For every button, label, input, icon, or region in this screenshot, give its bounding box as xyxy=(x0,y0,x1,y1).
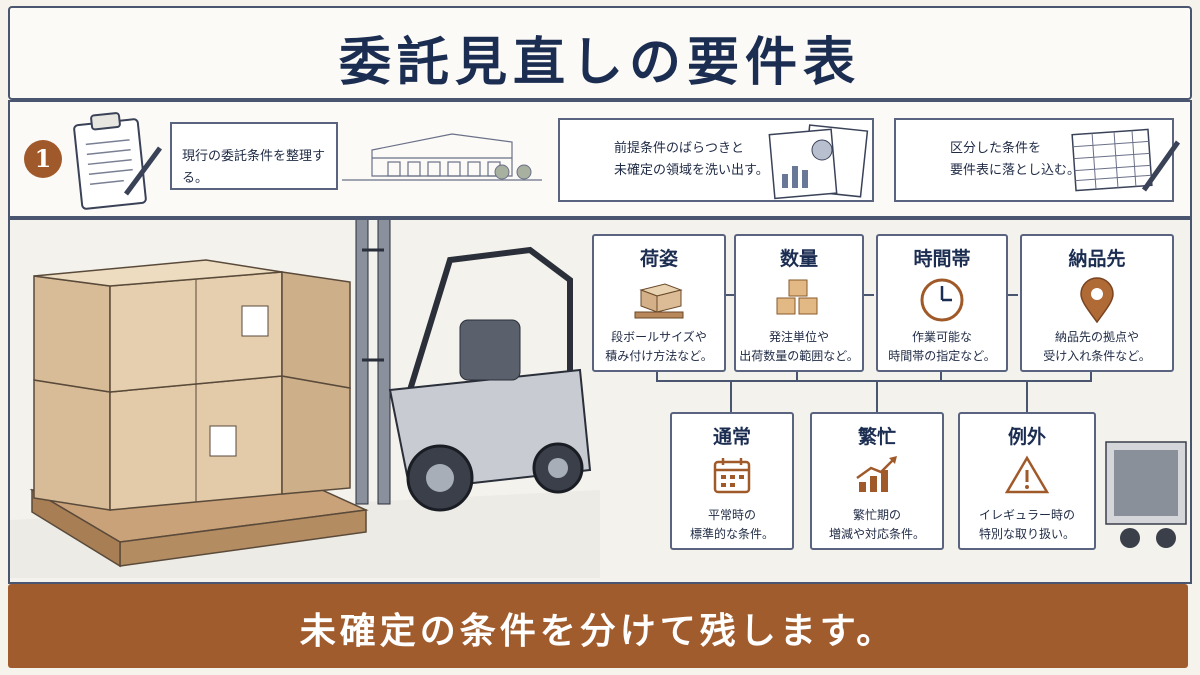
step-1-text: 現行の委託条件を整理する。 xyxy=(170,122,338,190)
main-illustration: 荷姿 段ボールサイズや 積み付け方法など。 数量 発注単位や 出荷数量の範囲など… xyxy=(8,218,1192,584)
footer-banner: 未確定の条件を分けて残します。 xyxy=(8,584,1188,668)
step-3-line2: 要件表に落とし込む。 xyxy=(950,163,1081,178)
step-1-label: 現行の委託条件を整理する。 xyxy=(182,149,326,186)
card-time-slot: 時間帯 作業可能な 時間帯の指定など。 xyxy=(876,234,1008,372)
step-1-badge: 1 xyxy=(24,140,62,178)
pallet-forklift-illustration xyxy=(10,220,600,578)
card-quantity-title: 数量 xyxy=(779,248,818,270)
steps-row: 1 現行の委託条件を整理する。 2 前提条件のばらつきと 未確定の領域を洗い出す… xyxy=(8,100,1192,218)
card-delivery-destination-title: 納品先 xyxy=(1068,248,1126,270)
step-3-line1: 区分した条件を xyxy=(950,141,1042,156)
card-busy-desc-2: 増減や対応条件。 xyxy=(828,527,925,541)
card-busy-title: 繁忙 xyxy=(857,426,896,448)
growth-chart-icon xyxy=(856,456,897,492)
title-banner: 委託見直しの要件表 xyxy=(8,6,1192,100)
truck-illustration xyxy=(1105,441,1187,548)
pallet-box-icon xyxy=(634,283,684,319)
card-packaging-desc-2: 積み付け方法など。 xyxy=(605,349,713,363)
step-2-line1: 前提条件のばらつきと xyxy=(614,141,745,156)
location-pin-icon xyxy=(1080,277,1114,324)
calendar-icon xyxy=(713,458,751,494)
card-delivery-destination-desc-1: 納品先の拠点や xyxy=(1054,330,1139,344)
card-exception-title: 例外 xyxy=(1007,426,1046,448)
clock-icon xyxy=(920,278,964,322)
card-normal-desc-2: 標準的な条件。 xyxy=(689,527,774,541)
card-quantity-desc-1: 発注単位や xyxy=(768,330,829,344)
step-2-line2: 未確定の領域を洗い出す。 xyxy=(614,163,769,178)
footer-message: 未確定の条件を分けて残します。 xyxy=(299,610,897,652)
warehouse-icon xyxy=(342,133,542,181)
card-normal: 通常 平常時の 標準的な条件。 xyxy=(670,412,794,550)
card-exception: 例外 イレギュラー時の 特別な取り扱い。 xyxy=(958,412,1096,550)
card-time-slot-desc-2: 時間帯の指定など。 xyxy=(888,349,996,363)
card-normal-desc-1: 平常時の xyxy=(707,508,756,522)
card-exception-desc-1: イレギュラー時の xyxy=(978,508,1075,522)
card-busy: 繁忙 繁忙期の 増減や対応条件。 xyxy=(810,412,944,550)
card-normal-title: 通常 xyxy=(712,426,751,448)
card-quantity: 数量 発注単位や 出荷数量の範囲など。 xyxy=(734,234,864,372)
card-quantity-desc-2: 出荷数量の範囲など。 xyxy=(739,349,859,363)
card-exception-desc-2: 特別な取り扱い。 xyxy=(978,527,1075,541)
report-documents-icon xyxy=(768,124,869,200)
stacked-boxes-icon xyxy=(776,279,818,315)
card-delivery-destination: 納品先 納品先の拠点や 受け入れ条件など。 xyxy=(1020,234,1174,372)
card-packaging-title: 荷姿 xyxy=(639,248,678,270)
page-title: 委託見直しの要件表 xyxy=(338,32,861,93)
card-packaging-desc-1: 段ボールサイズや xyxy=(611,330,707,344)
table-sheet-icon xyxy=(1071,128,1181,192)
clipboard-icon xyxy=(73,112,163,210)
card-time-slot-desc-1: 作業可能な xyxy=(911,330,972,344)
card-time-slot-title: 時間帯 xyxy=(913,248,971,270)
warning-icon xyxy=(1004,455,1050,494)
card-packaging: 荷姿 段ボールサイズや 積み付け方法など。 xyxy=(592,234,726,372)
card-busy-desc-1: 繁忙期の xyxy=(852,508,901,522)
card-delivery-destination-desc-2: 受け入れ条件など。 xyxy=(1043,349,1151,363)
